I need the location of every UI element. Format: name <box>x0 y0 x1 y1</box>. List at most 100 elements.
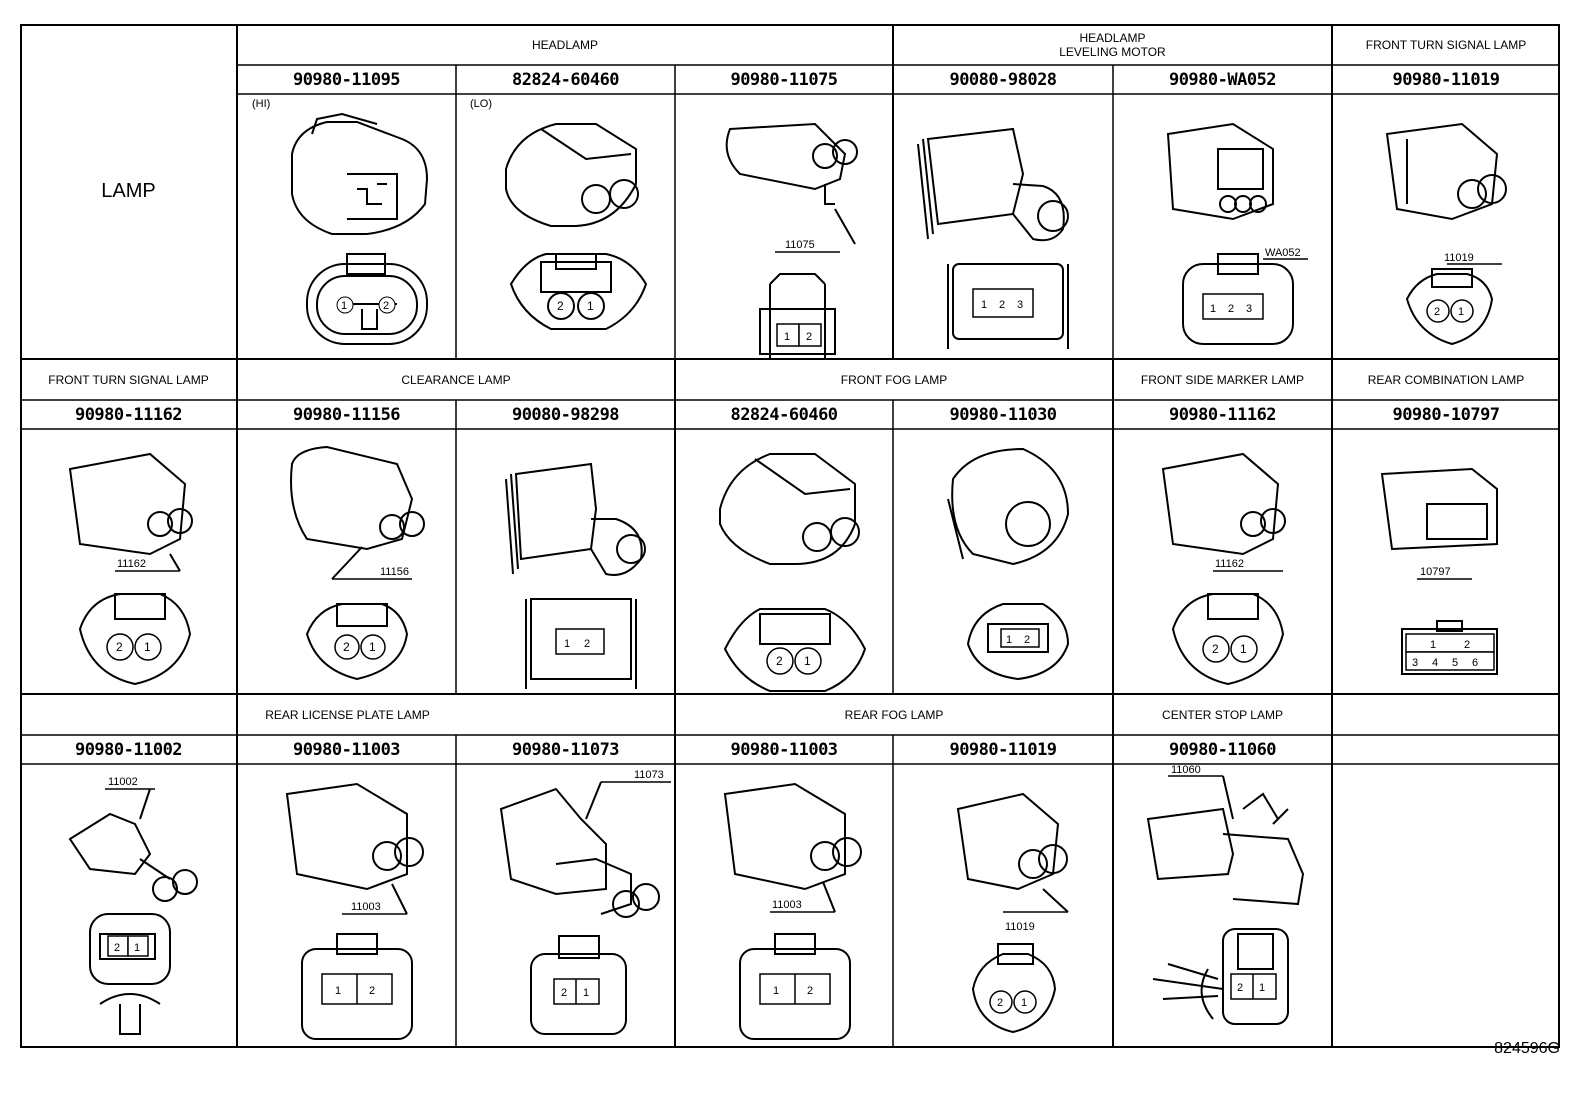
part-number: 90080-98298 <box>511 404 620 425</box>
pin-label: 3 <box>1017 299 1023 311</box>
pin-label: 2 <box>584 638 590 650</box>
group-header-front-turn-signal-lamp: FRONT TURN SIGNAL LAMP <box>1365 37 1527 52</box>
connector-drawing-90980-11030: 1 2 <box>947 447 1070 681</box>
callout-label: WA052 <box>1265 247 1301 259</box>
pin-label: 1 <box>1006 634 1012 646</box>
group-header-front-fog-lamp: FRONT FOG LAMP <box>840 372 948 387</box>
pin-label: 1 <box>1259 982 1265 994</box>
pin-label: 1 <box>981 299 987 311</box>
connector-drawing-90980-11095: 1 2 <box>291 112 429 345</box>
pin-label: 1 <box>773 985 779 997</box>
group-header-clearance-lamp: CLEARANCE LAMP <box>401 372 511 387</box>
part-number: 90980-11075 <box>730 69 838 90</box>
pin-label: 2 <box>116 640 123 654</box>
pin-label: 4 <box>1432 657 1438 669</box>
connector-drawing-90980-11156: 2 1 11156 <box>290 445 425 681</box>
pin-label: 1 <box>564 638 570 650</box>
part-number: 90980-11156 <box>292 404 401 425</box>
callout-label: 11075 <box>785 239 815 251</box>
connector-drawing-90080-98028: 1 2 3 <box>917 127 1069 349</box>
part-number: 90980-11095 <box>292 69 401 90</box>
part-number: 90980-10797 <box>1392 404 1500 425</box>
connector-drawing-90980-11075: 1 2 11075 <box>725 122 858 359</box>
connector-drawing-90980-11060: 2 1 11060 <box>1146 764 1305 1025</box>
pin-label: 1 <box>1458 306 1464 318</box>
connector-drawing-90980-11073: 2 1 11073 <box>499 769 671 1035</box>
callout-label: 11073 <box>634 769 664 781</box>
pin-label: 2 <box>1024 634 1030 646</box>
part-number: 90080-98028 <box>949 69 1057 90</box>
connector-drawing-90980-11019: 2 1 11019 <box>1385 122 1507 346</box>
pin-label: 1 <box>335 985 341 997</box>
connector-drawing-90980-11002: 2 1 11002 <box>68 776 198 1035</box>
group-header-headlamp-leveling-motor: HEADLAMP LEVELING MOTOR <box>1059 30 1166 59</box>
pin-label: 1 <box>583 987 589 999</box>
connector-drawing-90080-98298: 1 2 <box>505 462 646 689</box>
callout-label: 11060 <box>1171 764 1201 776</box>
pin-label: 6 <box>1472 657 1478 669</box>
callout-label: 11003 <box>772 899 802 911</box>
pin-label: 2 <box>561 987 567 999</box>
pin-label: 1 <box>1240 642 1247 656</box>
hi-sublabel: (HI) <box>252 98 271 110</box>
callout-label: 11002 <box>108 776 138 788</box>
pin-label: 1 <box>587 299 594 313</box>
connector-drawing-90980-WA052: 1 2 3 WA052 <box>1166 122 1308 345</box>
pin-label: 2 <box>1464 639 1470 651</box>
lo-sublabel: (LO) <box>470 98 492 110</box>
pin-label: 2 <box>807 985 813 997</box>
connector-drawing-90980-11003: 1 2 11003 <box>285 782 424 1040</box>
part-number: 90980-11003 <box>730 739 838 760</box>
table-grid-lines <box>20 24 1560 1048</box>
part-number: 82824-60460 <box>511 69 620 90</box>
pin-label: 1 <box>1021 997 1027 1009</box>
connector-drawing-90980-11162: 2 1 11162 <box>1161 452 1286 686</box>
group-header-front-side-marker-lamp: FRONT SIDE MARKER LAMP <box>1140 372 1305 387</box>
pin-label: 2 <box>1237 982 1243 994</box>
group-header-rear-combination-lamp: REAR COMBINATION LAMP <box>1367 372 1525 387</box>
group-header-rear-fog-lamp: REAR FOG LAMP <box>844 707 944 722</box>
reference-code: 824596G <box>1494 1040 1560 1057</box>
pin-label: 2 <box>997 997 1003 1009</box>
connector-drawing-82824-60460: 2 1 <box>719 453 867 692</box>
group-header-headlamp: HEADLAMP <box>531 37 599 52</box>
part-number: 90980-11003 <box>292 739 401 760</box>
callout-label: 11162 <box>117 558 146 570</box>
part-number: 90980-11030 <box>949 404 1057 425</box>
pin-label: 2 <box>557 299 564 313</box>
pin-label: 3 <box>1412 657 1418 669</box>
pin-label: 1 <box>804 654 811 668</box>
group-header-rear-license-plate-lamp: REAR LICENSE PLATE LAMP <box>265 707 430 722</box>
pin-label: 1 <box>1210 303 1216 315</box>
callout-label: 11156 <box>380 566 409 578</box>
pin-label: 1 <box>369 640 376 654</box>
part-number: 90980-11162 <box>1168 404 1277 425</box>
pin-label: 1 <box>1430 639 1436 651</box>
pin-label: 2 <box>1212 642 1219 656</box>
part-number: 90980-11019 <box>949 739 1057 760</box>
pin-label: 2 <box>369 985 375 997</box>
pin-label: 1 <box>134 942 140 954</box>
pin-label: 1 <box>784 331 790 343</box>
connector-drawing-82824-60460: 2 1 <box>505 123 648 330</box>
connector-drawing-90980-11019: 2 1 11019 <box>956 792 1069 1034</box>
pin-label: 2 <box>1228 303 1234 315</box>
pin-label: 2 <box>1434 306 1440 318</box>
pin-label: 1 <box>341 300 347 312</box>
part-number: 90980-11002 <box>74 739 183 760</box>
part-number: 90980-11060 <box>1168 739 1277 760</box>
connector-table: LAMP HEADLAMP HEADLAMP LEVELING MOTOR FR… <box>20 24 1560 1048</box>
callout-label: 10797 <box>1420 566 1451 578</box>
group-header-front-turn-signal-lamp: FRONT TURN SIGNAL LAMP <box>48 372 209 387</box>
part-number: 82824-60460 <box>730 404 838 425</box>
callout-label: 11019 <box>1444 252 1474 264</box>
group-header-center-stop-lamp: CENTER STOP LAMP <box>1162 707 1283 722</box>
pin-label: 2 <box>114 942 120 954</box>
connector-drawing-90980-10797: 1 2 3 4 5 6 10797 <box>1380 467 1498 675</box>
pin-label: 2 <box>383 300 389 312</box>
pin-label: 2 <box>806 331 812 343</box>
pin-label: 2 <box>776 654 783 668</box>
part-number: 90980-11162 <box>74 404 183 425</box>
connector-drawing-90980-11162: 2 1 11162 <box>68 452 193 686</box>
connector-drawing-90980-11003: 1 2 11003 <box>723 782 862 1040</box>
